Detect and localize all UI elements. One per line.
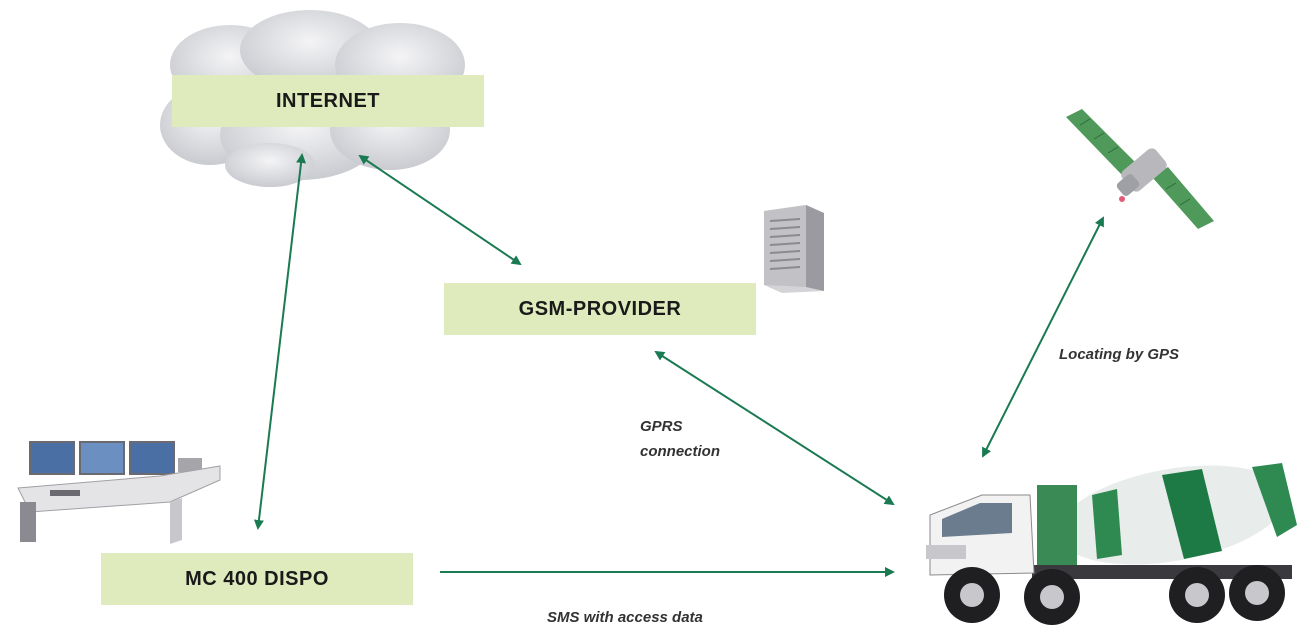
server-icon bbox=[764, 205, 824, 293]
internet-label: INTERNET bbox=[276, 89, 380, 112]
gsm-provider-label: GSM-PROVIDER bbox=[518, 297, 682, 320]
dispo-box: MC 400 DISPO bbox=[101, 553, 413, 605]
arrow-internet-dispo bbox=[253, 153, 307, 530]
satellite-icon bbox=[1066, 109, 1214, 229]
sms-label: SMS with access data bbox=[547, 609, 703, 626]
internet-box: INTERNET bbox=[172, 75, 484, 127]
dispo-label: MC 400 DISPO bbox=[185, 567, 329, 590]
arrow-gsm-truck bbox=[654, 350, 895, 506]
gprs-label-line2: connection bbox=[640, 443, 721, 460]
control-desk-icon bbox=[17, 441, 221, 544]
gps-label: Locating by GPS bbox=[1059, 346, 1180, 363]
arrow-internet-gsm bbox=[358, 154, 522, 266]
concrete-mixer-truck-icon bbox=[926, 463, 1297, 625]
arrow-satellite-truck bbox=[982, 216, 1104, 458]
gprs-label-line1: GPRS bbox=[640, 418, 683, 435]
gsm-provider-box: GSM-PROVIDER bbox=[444, 283, 756, 335]
